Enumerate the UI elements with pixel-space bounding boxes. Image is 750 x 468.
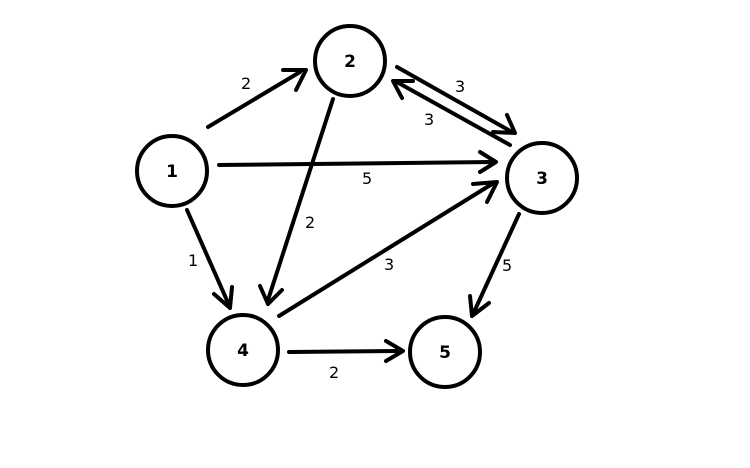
edge-label-1-4: 1 <box>188 251 198 270</box>
edge-3-2 <box>391 79 512 147</box>
node-2: 2 <box>313 24 387 98</box>
edge-1-2 <box>206 68 308 129</box>
edge-label-1-3: 5 <box>362 169 372 188</box>
edge-1-3 <box>217 150 498 174</box>
edge-label-2-4: 2 <box>305 213 315 232</box>
node-label: 2 <box>344 52 356 72</box>
edge-label-3-5: 5 <box>502 256 512 275</box>
edge-label-4-5: 2 <box>329 363 339 382</box>
node-label: 4 <box>237 341 249 361</box>
node-3: 3 <box>505 141 579 215</box>
node-label: 3 <box>536 169 548 189</box>
edge-4-5 <box>287 339 405 363</box>
node-label: 1 <box>166 162 178 182</box>
node-label: 5 <box>439 343 451 363</box>
edge-3-5 <box>468 212 521 318</box>
edge-label-3-2: 3 <box>424 110 434 129</box>
edge-label-4-3: 3 <box>384 255 394 274</box>
edge-2-3 <box>395 65 517 135</box>
edge-2-4 <box>258 97 335 306</box>
node-1: 1 <box>135 134 209 208</box>
edge-label-1-2: 2 <box>241 74 251 93</box>
node-4: 4 <box>206 313 280 387</box>
edge-1-4 <box>185 208 234 310</box>
edge-4-3 <box>277 180 499 318</box>
node-5: 5 <box>408 315 482 389</box>
edge-label-2-3: 3 <box>455 77 465 96</box>
